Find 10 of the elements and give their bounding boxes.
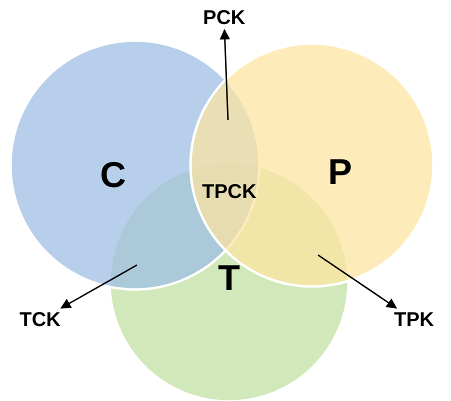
set-label: C <box>100 157 126 193</box>
set-label: T <box>218 260 240 296</box>
intersection-label: TPK <box>394 310 434 330</box>
intersection-label: TCK <box>20 310 61 330</box>
leader-arrow <box>220 28 230 120</box>
leader-arrow <box>318 254 398 309</box>
leader-arrow <box>60 264 138 309</box>
intersection-label: TPCK <box>202 182 256 202</box>
set-label: P <box>328 154 352 190</box>
intersection-label: PCK <box>203 8 246 28</box>
